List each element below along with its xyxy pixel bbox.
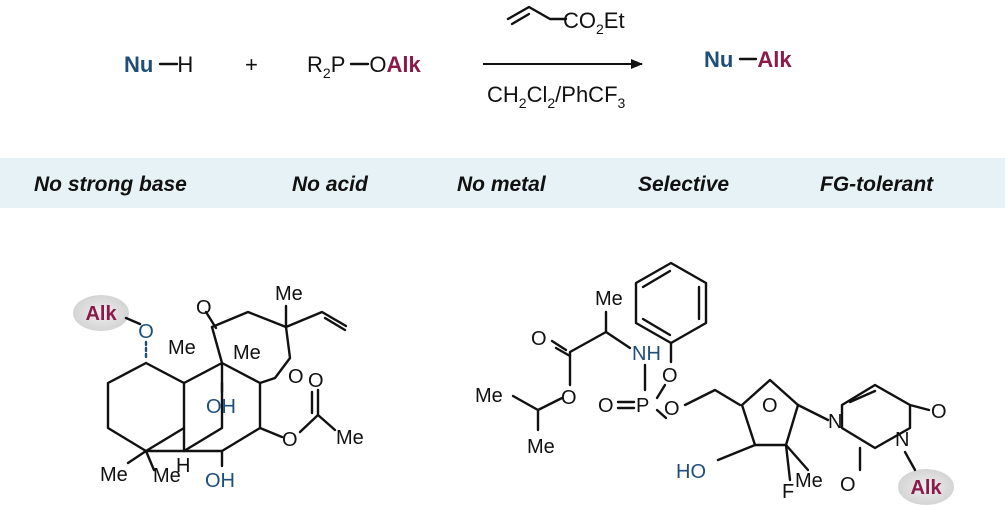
feature-no-strong-base: No strong base	[34, 173, 187, 196]
svg-text:NH: NH	[632, 343, 661, 365]
svg-text:CO2Et: CO2Et	[563, 8, 625, 37]
svg-text:O: O	[840, 474, 856, 496]
ethyl-acrylate: CO2Et	[506, 5, 625, 37]
feature-no-metal: No metal	[457, 173, 547, 196]
alk-highlight-halo	[73, 295, 129, 331]
left-molecule: Alk O O O Me Me Me OH O O	[73, 283, 364, 492]
svg-text:Me: Me	[595, 288, 623, 310]
right-molecule: Me O O Me Me NH O P O O O	[475, 261, 954, 505]
svg-text:OH: OH	[205, 470, 235, 492]
feature-no-acid: No acid	[292, 173, 369, 196]
alk-label: Alk	[85, 303, 117, 325]
plus-sign: +	[245, 52, 258, 77]
svg-text:Me: Me	[795, 470, 823, 492]
svg-text:N: N	[828, 411, 842, 433]
svg-text:N: N	[895, 429, 909, 451]
svg-text:O: O	[664, 398, 680, 420]
svg-text:P: P	[636, 395, 649, 417]
banner-background	[0, 158, 1005, 208]
svg-text:O: O	[288, 366, 304, 388]
svg-text:HO: HO	[676, 461, 706, 483]
svg-text:O: O	[561, 387, 577, 409]
svg-text:Me: Me	[336, 427, 364, 449]
svg-text:Me: Me	[153, 465, 181, 487]
svg-text:O: O	[138, 321, 154, 343]
svg-text:O: O	[598, 395, 614, 417]
solvent-label: CH2Cl2/PhCF3	[487, 82, 626, 111]
svg-text:Me: Me	[233, 342, 261, 364]
svg-text:O: O	[308, 370, 324, 392]
svg-text:O: O	[531, 328, 547, 350]
svg-text:O: O	[196, 297, 212, 319]
svg-text:Me: Me	[527, 436, 555, 458]
svg-text:OH: OH	[206, 396, 236, 418]
feature-fg-tolerant: FG-tolerant	[820, 173, 934, 196]
svg-text:Me: Me	[168, 337, 196, 359]
svg-text:F: F	[782, 481, 794, 503]
feature-selective: Selective	[638, 173, 729, 196]
svg-text:Me: Me	[100, 464, 128, 486]
feature-banner: No strong base No acid No metal Selectiv…	[0, 158, 1005, 208]
svg-text:O: O	[931, 401, 947, 423]
svg-text:O: O	[662, 365, 678, 387]
svg-text:Me: Me	[275, 283, 303, 305]
alk-label-right: Alk	[910, 477, 942, 499]
svg-text:O: O	[282, 429, 298, 451]
svg-text:H: H	[176, 455, 190, 477]
alk-highlight-halo-right	[898, 469, 954, 505]
svg-text:Me: Me	[475, 385, 503, 407]
svg-text:O: O	[762, 395, 778, 417]
